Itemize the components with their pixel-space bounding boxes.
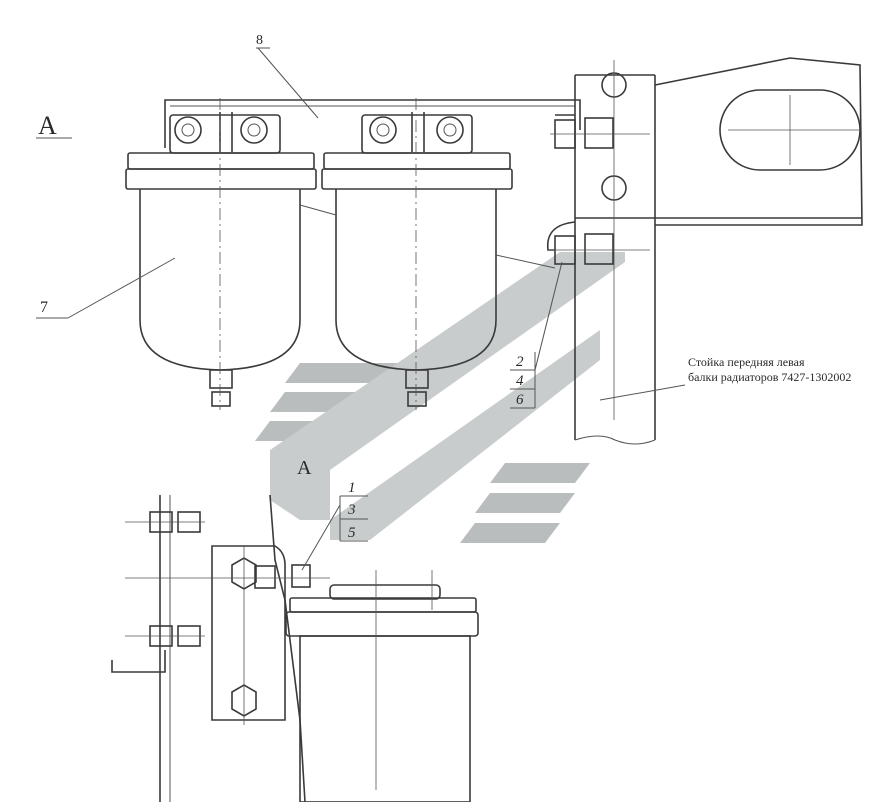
radiator-stand-left-front bbox=[546, 57, 863, 445]
leader-lines bbox=[36, 47, 686, 571]
note-line-1: Стойка передняя левая bbox=[688, 355, 805, 369]
view-a-section bbox=[111, 494, 479, 802]
note-line-2: балки радиаторов 7427-1302002 bbox=[688, 370, 851, 384]
callout-1: 1 bbox=[348, 480, 356, 496]
callout-7: 7 bbox=[40, 299, 48, 316]
callout-4: 4 bbox=[516, 373, 524, 389]
filter-right bbox=[299, 98, 556, 410]
callout-2: 2 bbox=[516, 354, 524, 370]
watermark-logo bbox=[255, 252, 625, 543]
callout-5: 5 bbox=[348, 525, 356, 541]
view-label-bottom: A bbox=[297, 457, 312, 479]
callout-8: 8 bbox=[256, 33, 263, 48]
view-label-top: A bbox=[38, 111, 57, 140]
filter-left bbox=[125, 98, 317, 410]
callout-6: 6 bbox=[516, 392, 524, 408]
bracket-8 bbox=[164, 99, 581, 148]
callout-3: 3 bbox=[347, 502, 356, 518]
